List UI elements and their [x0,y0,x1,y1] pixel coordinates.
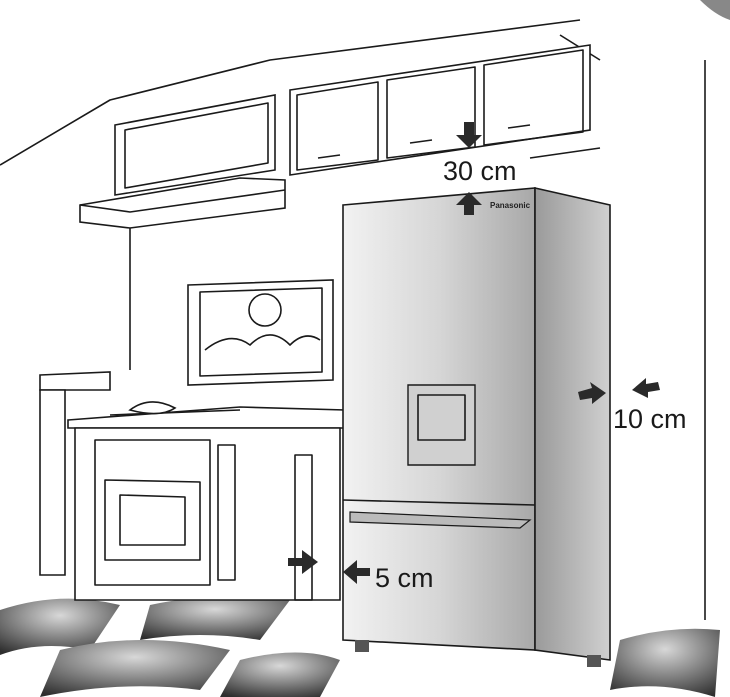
window [187,279,334,386]
arrow-right-icon [288,550,318,574]
walls [0,19,706,620]
arrow-left-icon [343,560,370,584]
upper-cabinets [114,44,591,196]
kettle [128,401,177,415]
kitchen-counter [39,371,346,601]
back-clearance-label: 5 cm [375,563,434,593]
leader-line [529,147,601,159]
arrow-up-icon [456,192,482,215]
brand-logo: Panasonic [490,201,531,210]
arrow-down-icon [456,122,482,148]
corner-mark [700,0,730,20]
clearance-arrows [288,122,660,584]
arrow-right-icon [578,382,606,404]
top-clearance-label: 30 cm [443,156,517,186]
water-dispenser [407,384,476,466]
refrigerator: Panasonic [342,186,611,667]
range-hood [79,177,286,229]
freezer-handle [349,511,532,529]
side-clearance-label: 10 cm [613,404,687,434]
floor-tiles [0,596,720,697]
arrow-left-icon [632,378,660,398]
